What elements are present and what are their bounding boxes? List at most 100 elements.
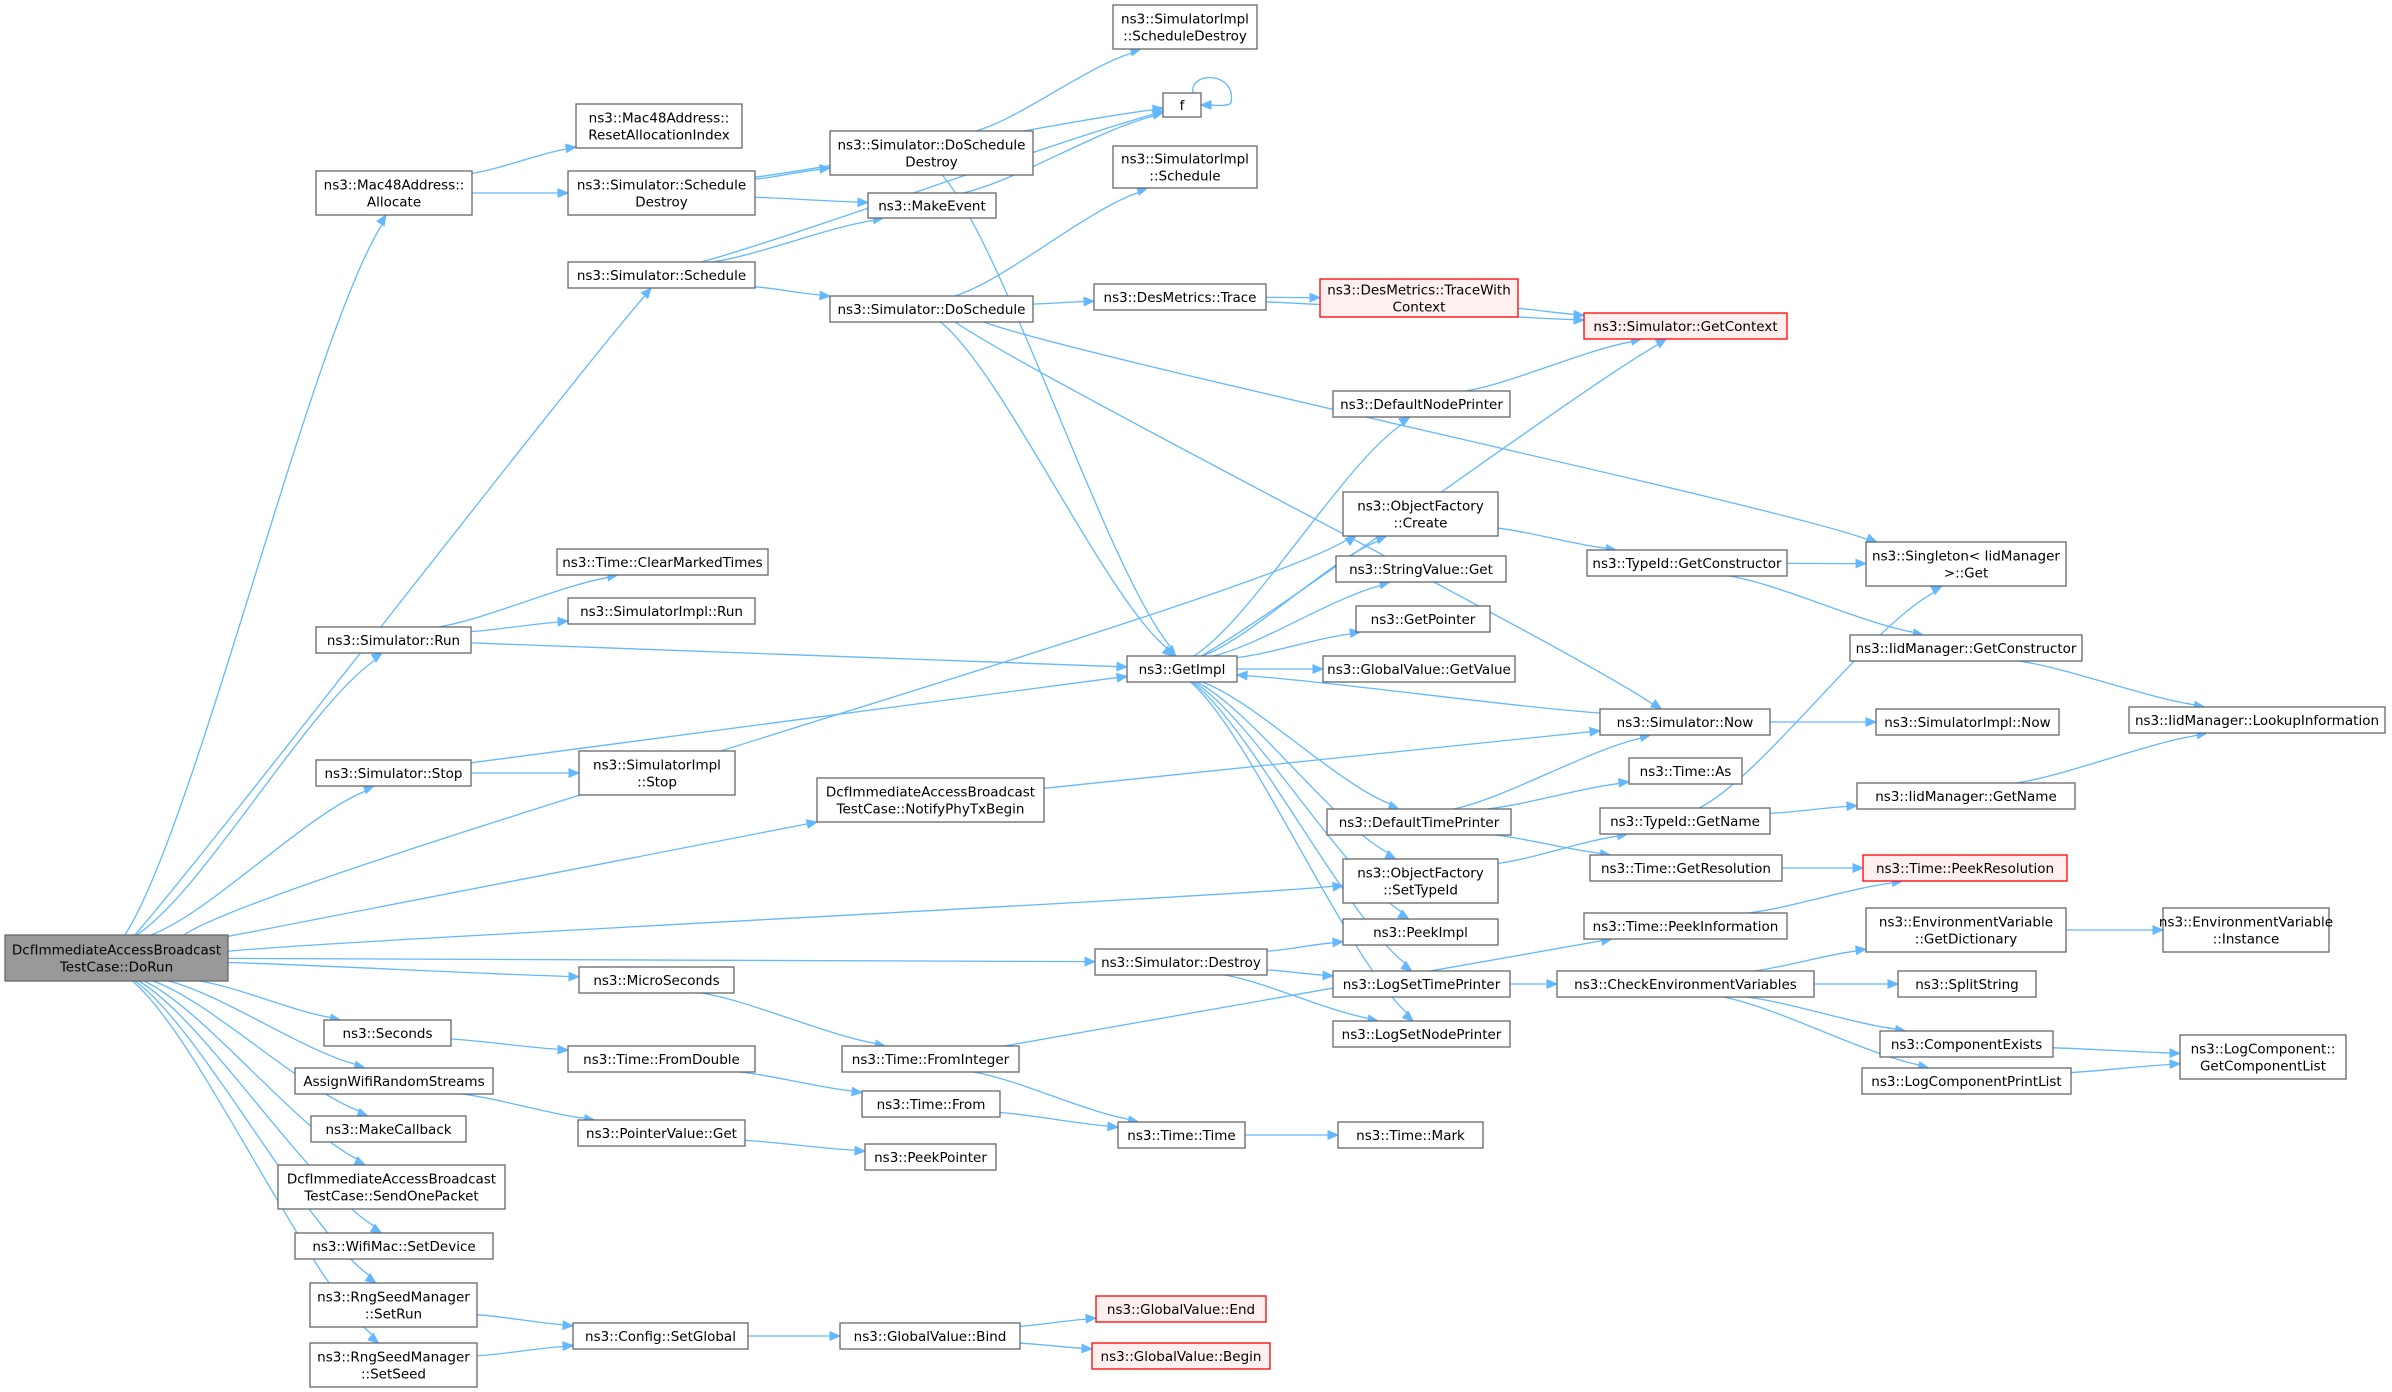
edge-line <box>1032 300 1087 305</box>
node-simDoSchedule[interactable]: ns3::Simulator::DoSchedule <box>829 295 1034 323</box>
edge-line <box>739 1071 855 1092</box>
node-box <box>1326 808 1512 836</box>
node-iidGetName[interactable]: ns3::IidManager::GetName <box>1856 782 2076 810</box>
node-box <box>1112 145 1258 189</box>
node-iidLookup[interactable]: ns3::IidManager::LookupInformation <box>2128 706 2386 734</box>
node-label-line: DcfImmediateAccessBroadcast <box>287 1172 496 1188</box>
node-label-line: Destroy <box>635 195 688 211</box>
node-timeFrom[interactable]: ns3::Time::From <box>861 1090 1001 1118</box>
edge-line <box>476 1314 566 1326</box>
edge-simNow-to-implNow <box>1770 717 1878 727</box>
node-ofSetTypeId[interactable]: ns3::ObjectFactory::SetTypeId <box>1342 858 1499 904</box>
edge-line <box>227 957 1088 963</box>
node-box <box>315 626 472 654</box>
node-globalValueEnd[interactable]: ns3::GlobalValue::End <box>1095 1295 1267 1323</box>
arrowhead <box>1199 100 1212 110</box>
node-label-line: ns3::Time::Time <box>1127 1128 1235 1144</box>
node-box <box>1162 92 1202 118</box>
node-rngSetRun[interactable]: ns3::RngSeedManager::SetRun <box>309 1282 478 1328</box>
node-logSetTimePrinter[interactable]: ns3::LogSetTimePrinter <box>1332 970 1511 998</box>
node-getPointer[interactable]: ns3::GetPointer <box>1355 605 1491 633</box>
arrowhead <box>819 290 832 301</box>
node-getImpl[interactable]: ns3::GetImpl <box>1126 655 1238 683</box>
node-simRun[interactable]: ns3::Simulator::Run <box>315 626 472 654</box>
edge-line <box>136 658 378 936</box>
node-timeGetResolution[interactable]: ns3::Time::GetResolution <box>1589 854 1783 882</box>
edge-assignWifi-to-pointerValueGet <box>460 1093 596 1124</box>
edge-logSetTimePrinter-to-checkEnv <box>1509 979 1559 989</box>
node-mac48allocate[interactable]: ns3::Mac48Address::Allocate <box>315 170 473 216</box>
edge-line <box>1266 942 1336 952</box>
node-label-line: ns3::WifiMac::SetDevice <box>312 1239 475 1255</box>
node-simNow[interactable]: ns3::Simulator::Now <box>1599 708 1771 736</box>
node-checkEnv[interactable]: ns3::CheckEnvironmentVariables <box>1556 970 1815 998</box>
node-root[interactable]: DcfImmediateAccessBroadcastTestCase::DoR… <box>4 934 229 982</box>
node-getContext[interactable]: ns3::Simulator::GetContext <box>1583 312 1788 340</box>
node-simSchedule[interactable]: ns3::Simulator::Schedule <box>567 261 756 289</box>
node-microSeconds[interactable]: ns3::MicroSeconds <box>578 966 735 994</box>
edge-line <box>1196 681 1391 855</box>
node-componentExists[interactable]: ns3::ComponentExists <box>1879 1030 2054 1058</box>
node-timeMark[interactable]: ns3::Time::Mark <box>1337 1121 1484 1149</box>
node-wifiSetDevice[interactable]: ns3::WifiMac::SetDevice <box>294 1232 494 1260</box>
node-envGetDictionary[interactable]: ns3::EnvironmentVariable::GetDictionary <box>1865 907 2067 953</box>
node-makeEvent[interactable]: ns3::MakeEvent <box>867 192 997 219</box>
node-globalValueGetValue[interactable]: ns3::GlobalValue::GetValue <box>1322 655 1516 683</box>
node-peekPointer[interactable]: ns3::PeekPointer <box>864 1143 997 1171</box>
node-logComponentGetList[interactable]: ns3::LogComponent::GetComponentList <box>2179 1034 2347 1080</box>
edge-line <box>150 789 368 936</box>
node-implSchedule[interactable]: ns3::SimulatorImpl::Schedule <box>1112 145 1258 189</box>
node-globalValueBind[interactable]: ns3::GlobalValue::Bind <box>839 1322 1021 1350</box>
node-sendOnePacket[interactable]: DcfImmediateAccessBroadcastTestCase::Sen… <box>277 1164 506 1210</box>
node-label-line: ns3::SimulatorImpl::Now <box>1884 715 2050 731</box>
node-logComponentPrintList[interactable]: ns3::LogComponentPrintList <box>1861 1067 2072 1095</box>
node-implNow[interactable]: ns3::SimulatorImpl::Now <box>1875 708 2060 736</box>
edge-globalValueBind-to-globalValueBegin <box>1019 1342 1094 1354</box>
node-desTrace[interactable]: ns3::DesMetrics::Trace <box>1093 283 1267 311</box>
node-rngSetSeed[interactable]: ns3::RngSeedManager::SetSeed <box>309 1342 478 1388</box>
node-box <box>1126 655 1238 683</box>
node-timePeekResolution[interactable]: ns3::Time::PeekResolution <box>1862 854 2068 882</box>
node-peekImpl[interactable]: ns3::PeekImpl <box>1342 918 1499 946</box>
node-timeFromDouble[interactable]: ns3::Time::FromDouble <box>567 1045 756 1073</box>
node-f[interactable]: f <box>1162 92 1202 118</box>
node-defaultTimePrinter[interactable]: ns3::DefaultTimePrinter <box>1326 808 1512 836</box>
node-singletonGet[interactable]: ns3::Singleton< IidManager>::Get <box>1865 541 2067 587</box>
edge-notifyPhyTx-to-simNow <box>1043 726 1602 789</box>
node-iidGetConstructor[interactable]: ns3::IidManager::GetConstructor <box>1849 634 2083 662</box>
node-makeCallback[interactable]: ns3::MakeCallback <box>310 1115 467 1143</box>
node-seconds[interactable]: ns3::Seconds <box>323 1019 452 1047</box>
node-timePeekInformation[interactable]: ns3::Time::PeekInformation <box>1583 912 1788 940</box>
node-label-line: ns3::LogSetNodePrinter <box>1342 1027 1502 1043</box>
node-mac48reset[interactable]: ns3::Mac48Address::ResetAllocationIndex <box>575 103 743 149</box>
node-globalValueBegin[interactable]: ns3::GlobalValue::Begin <box>1091 1342 1271 1370</box>
node-notifyPhyTx[interactable]: DcfImmediateAccessBroadcastTestCase::Not… <box>816 777 1045 823</box>
node-timeTime[interactable]: ns3::Time::Time <box>1117 1121 1246 1149</box>
node-timeAs[interactable]: ns3::Time::As <box>1628 757 1743 785</box>
edge-root-to-simSchedule <box>134 287 652 936</box>
node-label-line: ns3::DefaultNodePrinter <box>1340 397 1503 413</box>
node-implRun[interactable]: ns3::SimulatorImpl::Run <box>567 597 756 625</box>
node-simDestroy[interactable]: ns3::Simulator::Destroy <box>1094 948 1268 976</box>
node-typeIdGetName[interactable]: ns3::TypeId::GetName <box>1599 807 1771 835</box>
node-implStop[interactable]: ns3::SimulatorImpl::Stop <box>578 750 736 796</box>
node-timeFromInteger[interactable]: ns3::Time::FromInteger <box>841 1045 1020 1073</box>
node-assignWifi[interactable]: AssignWifiRandomStreams <box>294 1067 494 1095</box>
node-implScheduleDestroy[interactable]: ns3::SimulatorImpl::ScheduleDestroy <box>1112 4 1258 50</box>
node-stringValueGet[interactable]: ns3::StringValue::Get <box>1335 555 1507 583</box>
node-pointerValueGet[interactable]: ns3::PointerValue::Get <box>577 1119 746 1147</box>
node-configSetGlobal[interactable]: ns3::Config::SetGlobal <box>572 1322 749 1350</box>
node-ofCreate[interactable]: ns3::ObjectFactory::Create <box>1342 491 1499 537</box>
node-box <box>2162 907 2330 953</box>
node-splitString[interactable]: ns3::SplitString <box>1897 970 2037 998</box>
node-simStop[interactable]: ns3::Simulator::Stop <box>315 759 472 787</box>
node-defaultNodePrinter[interactable]: ns3::DefaultNodePrinter <box>1332 390 1511 418</box>
node-logSetNodePrinter[interactable]: ns3::LogSetNodePrinter <box>1332 1020 1511 1048</box>
node-simScheduleDestroy[interactable]: ns3::Simulator::ScheduleDestroy <box>567 170 756 216</box>
node-box <box>1337 1121 1484 1149</box>
node-typeIdGetConstructor[interactable]: ns3::TypeId::GetConstructor <box>1586 549 1788 577</box>
node-envInstance[interactable]: ns3::EnvironmentVariable::Instance <box>2159 907 2333 953</box>
node-timeClearMarked[interactable]: ns3::Time::ClearMarkedTimes <box>556 548 769 576</box>
